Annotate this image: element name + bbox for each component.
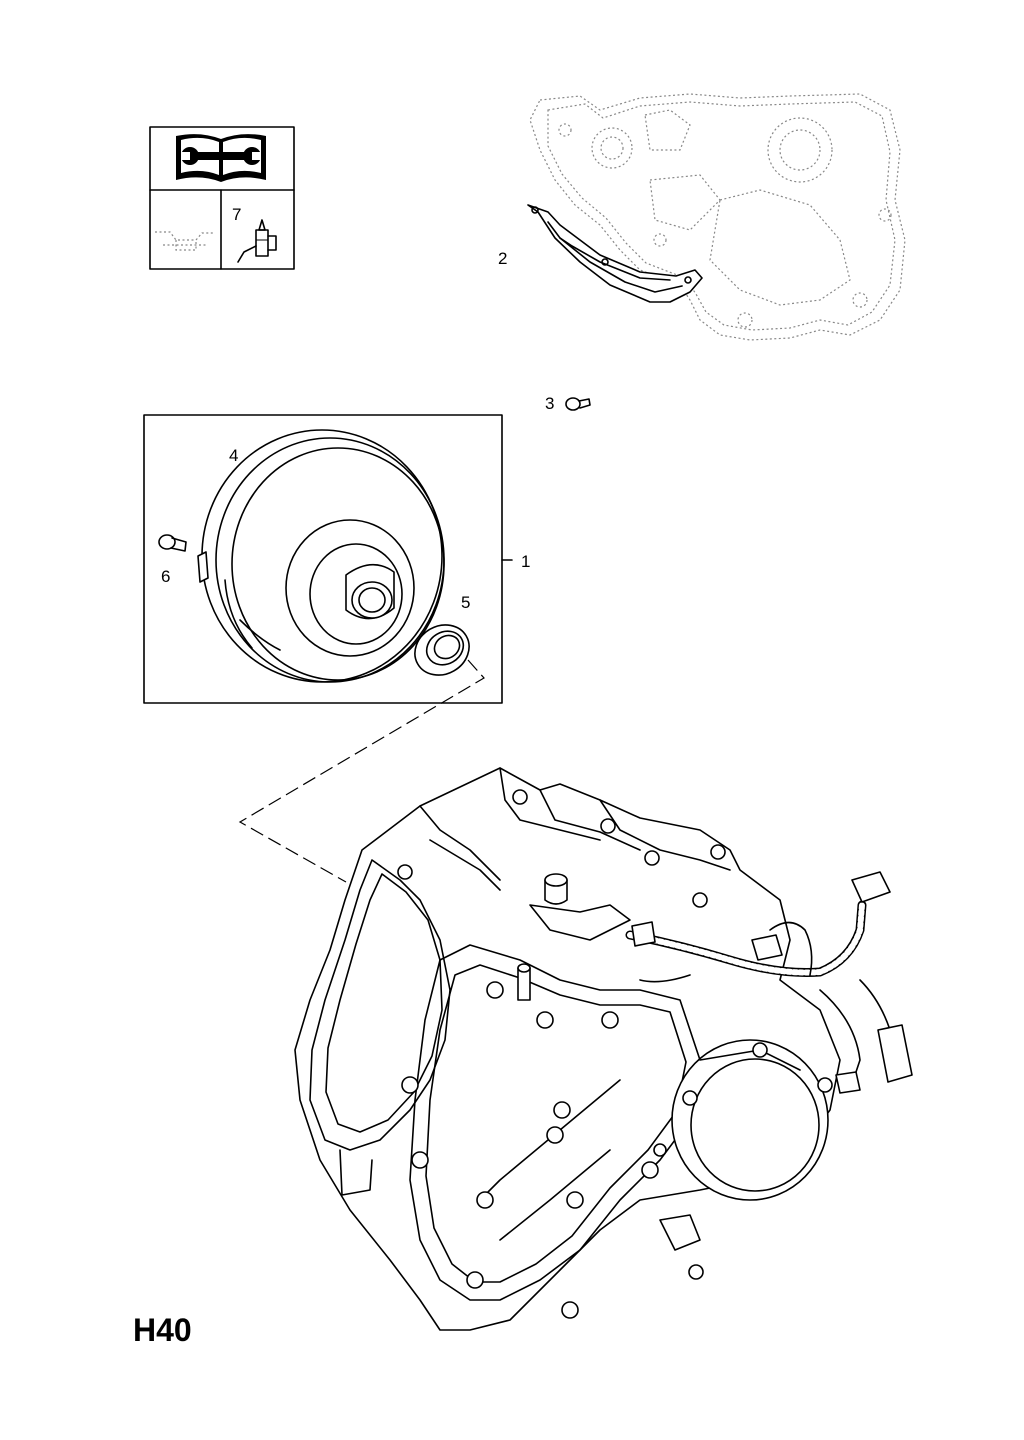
assembly-leader-line bbox=[238, 659, 485, 883]
callout-5: 5 bbox=[461, 593, 470, 612]
service-legend: 7 bbox=[149, 126, 295, 270]
wiring-harness bbox=[625, 871, 913, 1094]
callout-3: 3 bbox=[545, 394, 554, 413]
fluid-level-icon bbox=[155, 231, 214, 251]
repair-manual-wrench-icon bbox=[176, 134, 266, 182]
transmission-assembly bbox=[294, 767, 913, 1331]
part-2-cover-plate bbox=[527, 204, 703, 303]
engine-block-outline bbox=[529, 93, 906, 341]
callout-7: 7 bbox=[232, 205, 241, 224]
part-5-seal bbox=[414, 624, 470, 676]
part-3-bolt bbox=[565, 397, 591, 411]
callout-2: 2 bbox=[498, 249, 507, 268]
callout-1: 1 bbox=[521, 552, 530, 571]
torque-converter-group: 1 4 6 5 bbox=[143, 414, 530, 704]
callout-6: 6 bbox=[161, 567, 170, 586]
callout-4: 4 bbox=[229, 446, 238, 465]
page-code: H40 bbox=[133, 1312, 192, 1348]
part-6-bolt bbox=[158, 534, 209, 583]
sealant-tube-icon bbox=[237, 219, 277, 263]
part-4-torque-converter bbox=[201, 429, 445, 683]
